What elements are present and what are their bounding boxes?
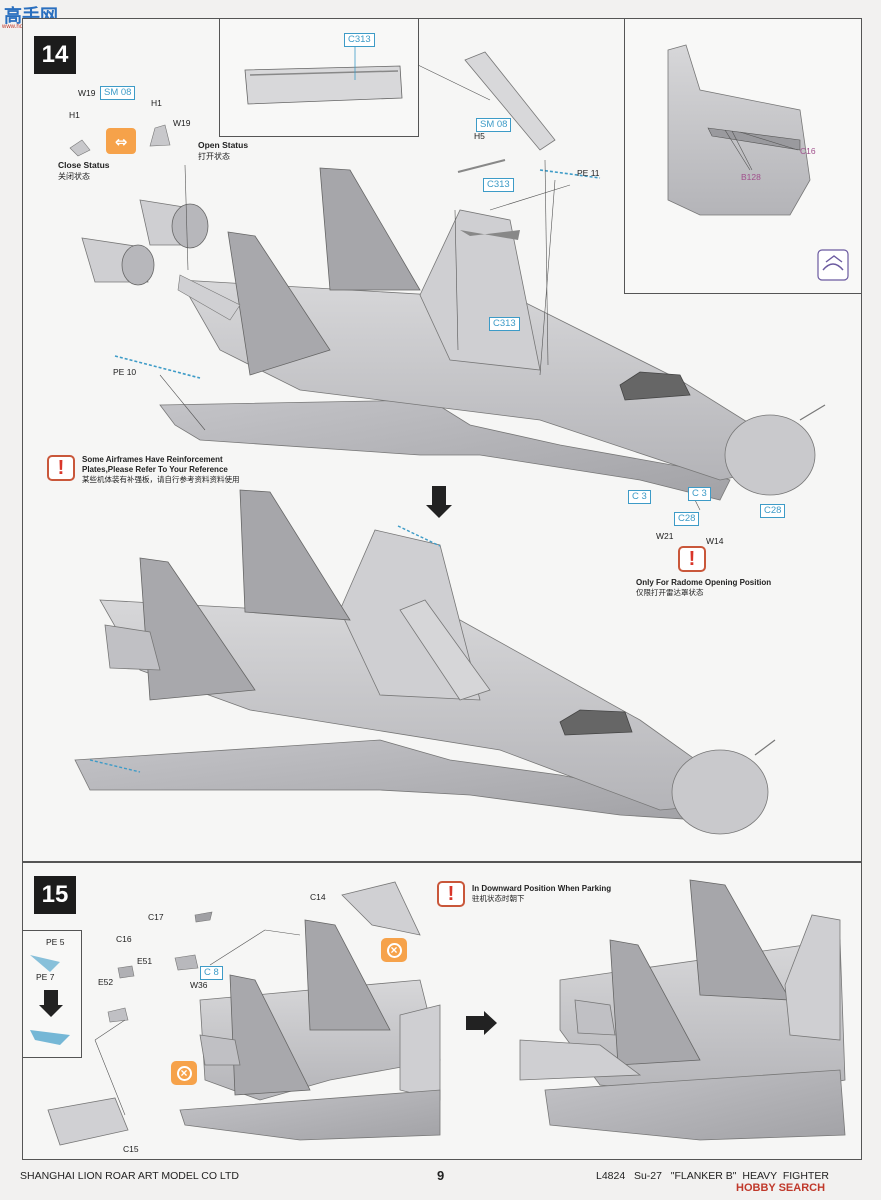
label-c313-c: C313 xyxy=(489,317,520,331)
note-reinforcement-line2: Plates,Please Refer To Your Reference xyxy=(82,465,228,474)
note-parking-line1: In Downward Position When Parking xyxy=(472,884,612,893)
down-arrow xyxy=(426,486,452,518)
label-c28-a: C28 xyxy=(674,512,700,526)
label-e52: E52 xyxy=(98,977,114,987)
label-pe10: PE 10 xyxy=(113,367,137,377)
inset-top-part xyxy=(244,46,403,105)
note-radome: Only For Radome Opening Position 仅限打开雷达罩… xyxy=(636,578,771,598)
step15-aircraft-right xyxy=(519,879,846,1141)
note-reinforcement-cn: 某些机体装有补强板，请自行参考资料资料使用 xyxy=(82,475,240,484)
right-arrow xyxy=(466,1011,497,1035)
label-pe7: PE 7 xyxy=(36,972,55,982)
label-w36: W36 xyxy=(190,980,208,990)
label-c17: C17 xyxy=(148,912,164,922)
warning-icon-reinforcement: ! xyxy=(47,455,75,481)
note-radome-line1: Only For Radome Opening Position xyxy=(636,578,772,587)
step15-number: 15 xyxy=(34,876,76,914)
note-parking: In Downward Position When Parking 驻机状态时朝… xyxy=(472,884,611,904)
label-w19-b: W19 xyxy=(173,118,191,128)
label-c313-b: C313 xyxy=(483,178,514,192)
watermark-logo: HOBBY SEARCH xyxy=(736,1178,825,1196)
step14-number: 14 xyxy=(34,36,76,74)
svg-text:⇔: ⇔ xyxy=(115,133,128,151)
label-c16-inset: C16 xyxy=(800,146,816,156)
label-h1-a: H1 xyxy=(69,110,80,120)
label-c16-s15: C16 xyxy=(116,934,132,944)
no-icon-1: × xyxy=(381,938,407,962)
close-status-label: Close Status xyxy=(58,160,110,170)
label-c3-b: C 3 xyxy=(688,487,711,501)
label-pe11: PE 11 xyxy=(577,168,600,178)
warning-icon-radome: ! xyxy=(678,546,706,572)
label-w21: W21 xyxy=(656,531,674,541)
open-status-label: Open Status xyxy=(198,140,249,150)
footer-company: SHANGHAI LION ROAR ART MODEL CO LTD xyxy=(20,1170,239,1182)
label-c28-b: C28 xyxy=(760,504,786,518)
open-status-cn: 打开状态 xyxy=(198,152,230,161)
step14-aircraft-lower xyxy=(74,489,776,835)
close-status-cn: 关闭状态 xyxy=(58,172,90,181)
step15-aircraft-left xyxy=(30,881,441,1146)
label-h5: H5 xyxy=(474,131,485,141)
label-c14: C14 xyxy=(310,892,326,902)
label-pe5: PE 5 xyxy=(46,937,65,947)
label-c8: C 8 xyxy=(200,966,223,980)
label-c15: C15 xyxy=(123,1144,139,1154)
footer-product: L4824 Su-27 "FLANKER B" HEAVY FIGHTER xyxy=(596,1170,829,1182)
note-reinforcement: Some Airframes Have Reinforcement Plates… xyxy=(82,455,240,485)
label-c3-a: C 3 xyxy=(628,490,651,504)
note-parking-cn: 驻机状态时朝下 xyxy=(472,894,525,903)
warning-icon-parking: ! xyxy=(437,881,465,907)
label-h1-b: H1 xyxy=(151,98,162,108)
note-reinforcement-line1: Some Airframes Have Reinforcement xyxy=(82,455,223,464)
note-radome-cn: 仅限打开雷达罩状态 xyxy=(636,588,704,597)
page-number: 9 xyxy=(437,1168,445,1183)
label-c313-inset: C313 xyxy=(344,33,375,47)
inset-right-part xyxy=(667,44,849,281)
label-w19-a: W19 xyxy=(78,88,96,98)
label-b128-inset: B128 xyxy=(741,172,761,182)
label-sm08-b: SM 08 xyxy=(476,118,512,132)
label-w14: W14 xyxy=(706,536,724,546)
no-icon-2: × xyxy=(171,1061,197,1085)
label-e51: E51 xyxy=(137,956,153,966)
watermark-text: HOBBY SEARCH xyxy=(736,1182,826,1194)
label-sm08-a: SM 08 xyxy=(100,86,136,100)
